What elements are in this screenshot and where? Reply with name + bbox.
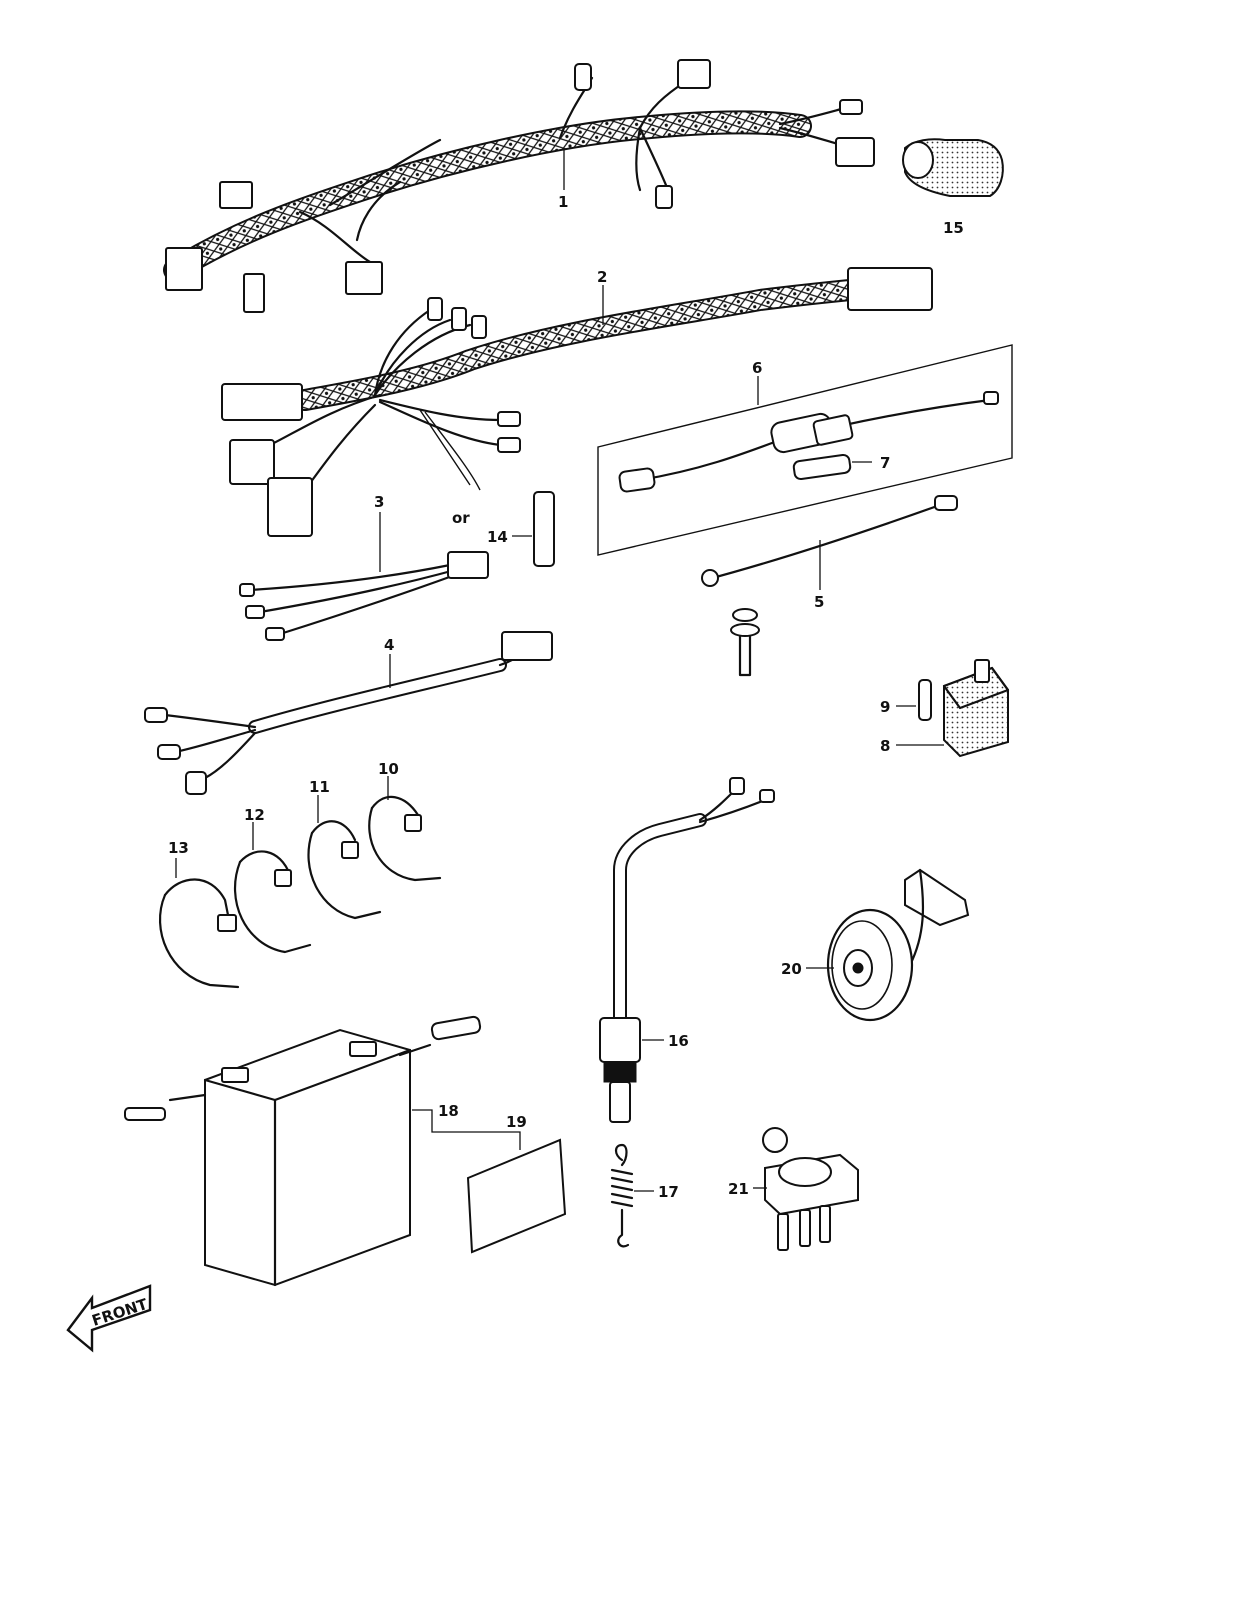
switch-spring: 17 <box>610 1143 679 1248</box>
battery-pad: 19 <box>466 1113 567 1254</box>
battery-cap-icon <box>349 1041 377 1057</box>
battery-terminal-cover-icon <box>430 1015 482 1041</box>
washer-icon <box>730 623 760 637</box>
callout-13: 13 <box>168 839 189 857</box>
sub-wiring-harness: 2 or <box>221 267 933 537</box>
callout-21: 21 <box>728 1180 749 1198</box>
connector-icon <box>677 59 711 89</box>
callout-15: 15 <box>943 219 964 237</box>
callout-2: 2 <box>597 268 607 286</box>
terminal-icon <box>144 707 168 723</box>
stop-lamp-switch: 16 <box>599 777 775 1123</box>
connector-icon <box>501 631 553 661</box>
switch-terminal-icon <box>819 1205 831 1243</box>
clamp-tab-icon <box>404 814 422 832</box>
terminal-icon <box>497 411 521 427</box>
battery: 18 <box>124 1015 521 1287</box>
fuse-icon <box>792 453 852 481</box>
switch-terminal-icon <box>777 1213 789 1251</box>
callout-20: 20 <box>781 960 802 978</box>
clamp-tab-icon <box>217 914 237 932</box>
connector-icon <box>219 181 253 209</box>
callout-8: 8 <box>880 737 890 755</box>
battery-cap-icon <box>221 1067 249 1083</box>
callout-6: 6 <box>752 359 762 377</box>
relay-tab-icon <box>974 659 990 683</box>
sheathed-lead: 4 <box>144 631 553 795</box>
fuse-icon <box>918 679 932 721</box>
terminal-icon <box>497 437 521 453</box>
ground-lead: 5 <box>701 495 958 677</box>
band-clamps: 13 12 11 10 <box>158 760 442 989</box>
terminal-icon <box>427 297 443 321</box>
clamp-tab-icon <box>274 869 292 887</box>
terminal-icon <box>451 307 467 331</box>
main-wiring-harness: 1 <box>163 59 875 313</box>
connector-icon <box>165 247 203 291</box>
terminal-icon <box>839 99 863 115</box>
terminal-icon <box>618 467 656 493</box>
terminal-icon <box>934 495 958 511</box>
connector-icon <box>221 383 303 421</box>
callout-19: 19 <box>506 1113 527 1131</box>
connector-icon <box>229 439 275 485</box>
fuse-holder-group: 6 7 <box>597 344 1013 556</box>
front-direction-arrow: FRONT <box>66 1284 152 1353</box>
relay-and-fuse: 9 8 <box>880 659 1010 758</box>
callout-3: 3 <box>374 493 384 511</box>
switch-terminal-icon <box>799 1209 811 1247</box>
terminal-icon <box>574 63 592 91</box>
terminal-icon <box>239 583 255 597</box>
ignition-switch: 21 <box>728 1127 859 1251</box>
terminal-icon <box>265 627 285 641</box>
connector-icon <box>835 137 875 167</box>
callout-18: 18 <box>438 1102 459 1120</box>
switch-plunger-icon <box>609 1081 631 1123</box>
callout-16: 16 <box>668 1032 689 1050</box>
callout-10: 10 <box>378 760 399 778</box>
terminal-icon <box>157 744 181 760</box>
callout-17: 17 <box>658 1183 679 1201</box>
callout-7: 7 <box>880 454 890 472</box>
callout-or: or <box>452 509 470 527</box>
terminal-icon <box>759 789 775 803</box>
ring-terminal-icon <box>701 569 719 587</box>
tube-icon <box>533 491 555 567</box>
terminal-icon <box>655 185 673 209</box>
callout-12: 12 <box>244 806 265 824</box>
switch-thread-icon <box>603 1061 637 1083</box>
tube-sleeve: 14 <box>487 491 555 567</box>
washer-icon <box>732 608 758 622</box>
callout-1: 1 <box>558 193 568 211</box>
terminal-icon <box>729 777 745 795</box>
nut-icon <box>762 1127 788 1153</box>
terminal-icon <box>471 315 487 339</box>
connector-icon <box>847 267 933 311</box>
connector-icon <box>447 551 489 579</box>
callout-9: 9 <box>880 698 890 716</box>
callout-11: 11 <box>309 778 330 796</box>
terminal-icon <box>185 771 207 795</box>
callout-14: 14 <box>487 528 508 546</box>
connector-icon <box>267 477 313 537</box>
lead-assembly: 3 <box>239 493 489 641</box>
callout-5: 5 <box>814 593 824 611</box>
rubber-cap: 15 <box>902 138 1004 237</box>
fuse-holder-cap-icon <box>812 414 854 446</box>
vent-tube-icon <box>124 1107 166 1121</box>
callout-4: 4 <box>384 636 394 654</box>
horn: 20 <box>781 868 970 1022</box>
connector-icon <box>345 261 383 295</box>
terminal-icon <box>245 605 265 619</box>
switch-body-icon <box>599 1017 641 1063</box>
clamp-tab-icon <box>341 841 359 859</box>
terminal-icon <box>983 391 999 405</box>
connector-icon <box>243 273 265 313</box>
